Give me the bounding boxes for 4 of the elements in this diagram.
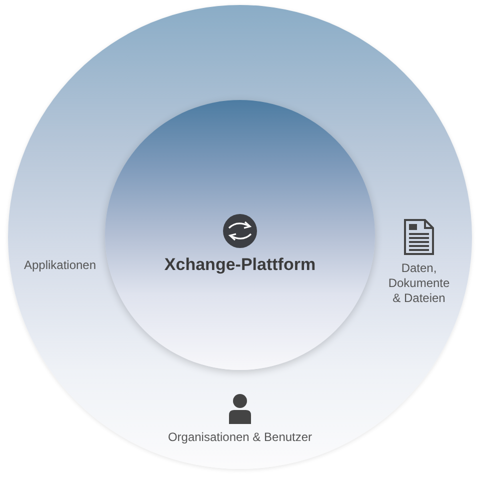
ring-label: Daten, Dokumente & Dateien: [387, 261, 451, 306]
platform-title: Xchange-Plattform: [164, 254, 316, 275]
ring-label: Organisationen & Benutzer: [168, 430, 312, 445]
ring-label: Applikationen: [24, 258, 96, 273]
